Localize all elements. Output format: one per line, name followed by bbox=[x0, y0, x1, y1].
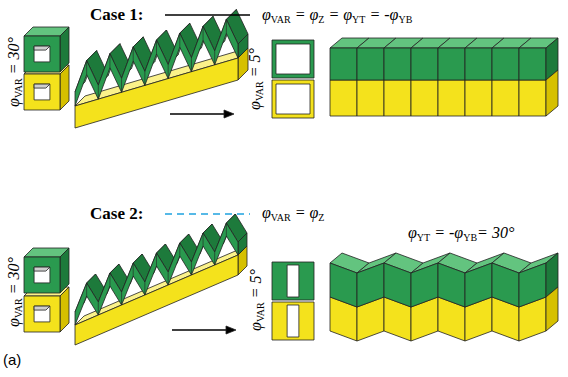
cell-green bbox=[357, 263, 384, 307]
cell-green bbox=[492, 263, 519, 307]
cube-hole bbox=[34, 306, 50, 322]
fold-line bbox=[191, 58, 192, 72]
fold-line bbox=[214, 252, 215, 265]
cube-side bbox=[60, 248, 69, 293]
chain-end bbox=[546, 287, 558, 331]
cell-yellow bbox=[465, 80, 492, 116]
square-frame bbox=[272, 80, 314, 118]
angle-equation: φVAR = 30° bbox=[5, 37, 23, 107]
cube-side bbox=[60, 287, 69, 332]
cell-green bbox=[438, 263, 465, 307]
angle-equation: φVAR = 30° bbox=[5, 257, 23, 327]
cell-green bbox=[384, 263, 411, 307]
fold-line bbox=[98, 85, 99, 99]
square-block bbox=[272, 262, 314, 300]
cell-green bbox=[330, 48, 357, 80]
fold-line bbox=[203, 26, 204, 40]
fold-line bbox=[156, 253, 157, 266]
cell-green bbox=[384, 48, 411, 80]
arrow-line bbox=[172, 329, 228, 331]
fold-line bbox=[133, 47, 134, 61]
square-frame bbox=[272, 40, 314, 78]
angle-equation: φVAR = φZ = φYT = -φYB bbox=[262, 6, 412, 24]
square-hole bbox=[276, 84, 310, 114]
cube-side bbox=[60, 27, 69, 72]
cell-yellow bbox=[384, 80, 411, 116]
angle-equation: φVAR = 5° bbox=[246, 48, 264, 110]
cell-yellow bbox=[357, 80, 384, 116]
fold-line bbox=[86, 61, 87, 75]
cell-yellow bbox=[330, 80, 357, 116]
legend-line-sample bbox=[165, 14, 250, 16]
arrow-head bbox=[226, 326, 236, 334]
panel-label: (a) bbox=[3, 352, 21, 369]
fold-line bbox=[86, 283, 87, 296]
cube-front bbox=[24, 296, 60, 332]
hole-inner-wall bbox=[34, 267, 50, 271]
cell-green bbox=[357, 48, 384, 80]
fold-line bbox=[179, 33, 180, 47]
case-label: Case 2: bbox=[90, 205, 143, 224]
fold-line bbox=[168, 272, 169, 285]
cube-front bbox=[24, 36, 60, 72]
legend-line-sample bbox=[165, 213, 250, 215]
cell-green bbox=[519, 263, 546, 307]
zig-end bbox=[238, 233, 247, 255]
square-block bbox=[272, 302, 314, 340]
hole-inner-wall bbox=[34, 306, 50, 310]
fold-line bbox=[214, 51, 215, 65]
fold-line bbox=[168, 65, 169, 79]
zig-front bbox=[75, 223, 238, 325]
cell-yellow bbox=[519, 80, 546, 116]
chain-end bbox=[546, 70, 558, 116]
square-hole bbox=[276, 44, 310, 74]
cell-yellow bbox=[438, 80, 465, 116]
cell-green bbox=[465, 48, 492, 80]
square-slot bbox=[287, 305, 299, 337]
fold-line bbox=[156, 40, 157, 54]
fold-line bbox=[144, 71, 145, 85]
cell-yellow bbox=[411, 80, 438, 116]
arrow-head bbox=[224, 110, 234, 118]
hole-inner-wall bbox=[34, 84, 50, 88]
arrow-line bbox=[170, 113, 226, 115]
fold-line bbox=[203, 233, 204, 246]
cell-yellow bbox=[492, 80, 519, 116]
cube-front bbox=[24, 74, 60, 110]
fold-line bbox=[133, 263, 134, 276]
zig-front bbox=[75, 19, 238, 106]
cell-green bbox=[411, 263, 438, 307]
fold-line bbox=[144, 282, 145, 295]
angle-equation: φVAR = φZ bbox=[262, 204, 324, 222]
cell-green bbox=[438, 48, 465, 80]
fold-line bbox=[121, 292, 122, 305]
cell-green bbox=[465, 263, 492, 307]
fold-line bbox=[98, 302, 99, 315]
cube-hole bbox=[34, 46, 50, 62]
square-slot bbox=[287, 265, 299, 297]
cell-green bbox=[330, 263, 357, 307]
case-label: Case 1: bbox=[90, 6, 143, 25]
fold-line bbox=[191, 262, 192, 275]
cube-hole bbox=[34, 84, 50, 100]
cube-front bbox=[24, 257, 60, 293]
fold-line bbox=[109, 54, 110, 68]
fold-line bbox=[226, 223, 227, 236]
fold-line bbox=[226, 19, 227, 33]
angle-equation: φYT = -φYB= 30° bbox=[408, 224, 514, 242]
fold-line bbox=[179, 243, 180, 256]
cube-hole bbox=[34, 267, 50, 283]
cube-side bbox=[60, 65, 69, 110]
cell-green bbox=[411, 48, 438, 80]
cell-green bbox=[492, 48, 519, 80]
fold-line bbox=[109, 273, 110, 286]
angle-equation: φVAR = 5° bbox=[247, 269, 265, 331]
fold-line bbox=[121, 78, 122, 92]
cell-green bbox=[519, 48, 546, 80]
hole-inner-wall bbox=[34, 46, 50, 50]
